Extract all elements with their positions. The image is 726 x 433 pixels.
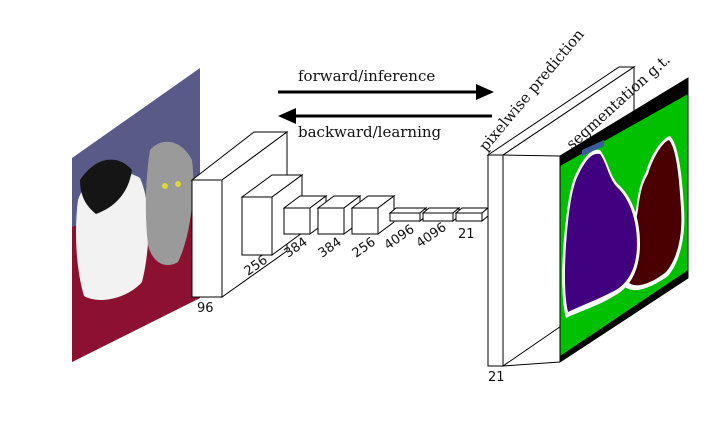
seg-cat xyxy=(627,140,682,286)
seg-dog xyxy=(564,153,637,312)
layer-label-21: 21 xyxy=(458,227,475,242)
layer-label-384: 384 xyxy=(316,235,345,262)
layer-label-4096: 4096 xyxy=(414,220,450,251)
layer-label-96: 96 xyxy=(197,301,214,316)
input-image xyxy=(72,68,200,362)
connector-line xyxy=(502,361,561,367)
backward-arrow xyxy=(278,108,492,124)
layer-block-96 xyxy=(190,131,289,298)
connector-line xyxy=(502,154,561,157)
layer-block-4096-b xyxy=(421,206,461,223)
seg-bottle xyxy=(582,140,604,156)
photo-cat-eye xyxy=(175,181,181,187)
backward-label: backward/learning xyxy=(298,123,442,141)
layer-block-4096-a xyxy=(388,206,428,223)
segmentation-image xyxy=(560,78,688,362)
prediction-depth-label: 21 xyxy=(488,370,505,385)
photo-cat xyxy=(145,141,194,266)
photo-dog-head xyxy=(80,159,132,214)
layer-label-256: 256 xyxy=(350,235,379,262)
segmentation-frame xyxy=(559,77,689,363)
forward-label: forward/inference xyxy=(298,67,435,85)
layer-block-256-b xyxy=(350,195,396,235)
photo-cat-eye xyxy=(162,183,168,189)
layer-block-21 xyxy=(454,206,490,223)
forward-arrow xyxy=(278,84,494,100)
